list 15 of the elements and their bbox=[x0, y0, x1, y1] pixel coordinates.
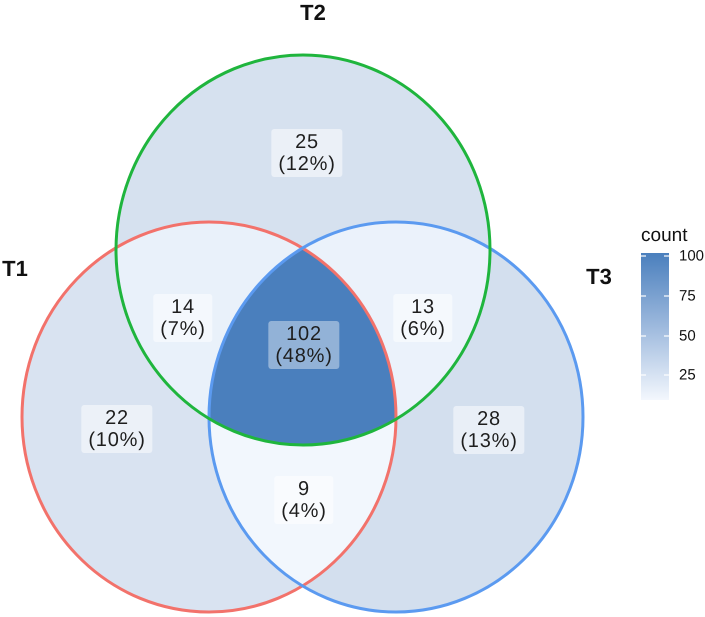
region-count-label: 102 (48%) bbox=[268, 321, 340, 369]
set-label: T3 bbox=[586, 265, 612, 289]
region-count-label: 9 (4%) bbox=[274, 476, 334, 524]
region-count-label: 13 (6%) bbox=[393, 294, 453, 342]
region-count-label: 25 (12%) bbox=[271, 129, 343, 177]
region-count-label: 28 (13%) bbox=[453, 406, 525, 454]
scale-tick-label: 75 bbox=[679, 288, 696, 304]
legend-title: count bbox=[641, 225, 688, 247]
scale-tick-label: 100 bbox=[679, 248, 704, 264]
set-label: T1 bbox=[2, 257, 28, 281]
region-count-label: 22 (10%) bbox=[81, 405, 153, 453]
region-count-label: 14 (7%) bbox=[153, 294, 213, 342]
scale-tick-label: 50 bbox=[679, 328, 696, 344]
set-label: T2 bbox=[300, 1, 326, 25]
scale-tick-label: 25 bbox=[679, 366, 696, 384]
